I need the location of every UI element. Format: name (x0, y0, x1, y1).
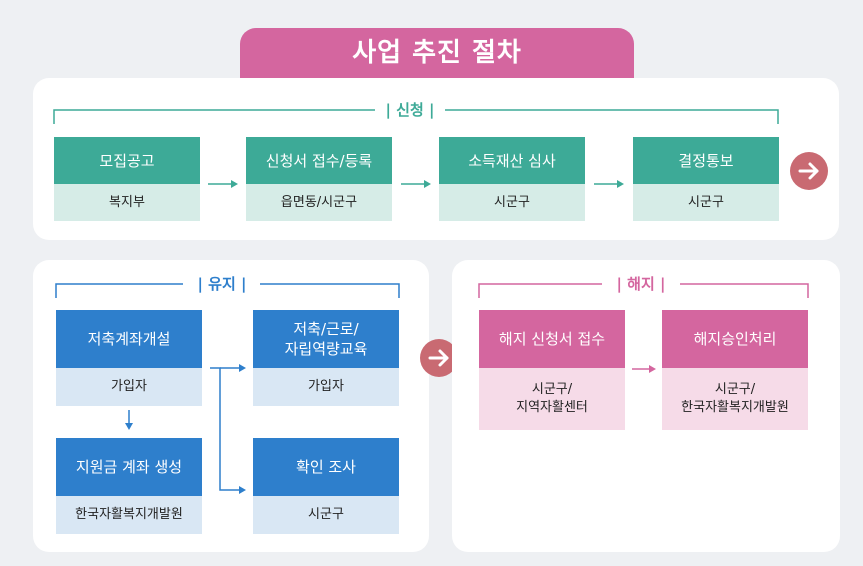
apply-step-sub-2: 읍면동/시군구 (246, 184, 392, 221)
apply-step-header-4: 결정통보 (633, 137, 779, 184)
terminate-step-sub-2: 시군구/ 한국자활복지개발원 (662, 368, 808, 430)
terminate-stage-arrow-icon (420, 339, 458, 377)
account-open-header: 저축계좌개설 (56, 310, 202, 368)
account-open-sub: 가입자 (56, 368, 202, 406)
check-header: 확인 조사 (253, 438, 399, 496)
maintain-section-label: | 유지 | (197, 275, 247, 293)
terminate-step-header-2: 해지승인처리 (662, 310, 808, 368)
education-header: 저축/근로/ 자립역량교육 (253, 310, 399, 368)
terminate-section-label: | 해지 | (616, 275, 666, 293)
terminate-step-sub-1: 시군구/ 지역자활센터 (479, 368, 625, 430)
apply-step-header-1: 모집공고 (54, 137, 200, 184)
page-title: 사업 추진 절차 (240, 28, 634, 82)
apply-section-label: | 신청 | (385, 101, 435, 119)
apply-step-sub-4: 시군구 (633, 184, 779, 221)
apply-step-header-3: 소득재산 심사 (439, 137, 585, 184)
support-account-header: 지원금 계좌 생성 (56, 438, 202, 496)
next-stage-arrow-icon (790, 152, 828, 190)
apply-step-sub-3: 시군구 (439, 184, 585, 221)
check-sub: 시군구 (253, 496, 399, 534)
apply-step-header-2: 신청서 접수/등록 (246, 137, 392, 184)
terminate-step-header-1: 해지 신청서 접수 (479, 310, 625, 368)
education-sub: 가입자 (253, 368, 399, 406)
support-account-sub: 한국자활복지개발원 (56, 496, 202, 534)
apply-step-sub-1: 복지부 (54, 184, 200, 221)
